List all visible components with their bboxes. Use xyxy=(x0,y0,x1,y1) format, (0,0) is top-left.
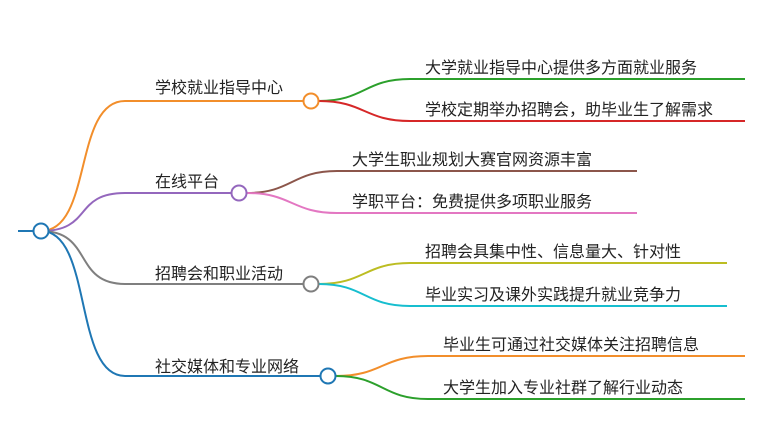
leaf-edge-3-2 xyxy=(318,283,727,307)
branch-edge-3 xyxy=(40,230,303,285)
branch-edge-2 xyxy=(40,192,231,232)
leaf-label-4-1: 毕业生可通过社交媒体关注招聘信息 xyxy=(443,335,700,354)
branch-node-4 xyxy=(319,367,337,385)
leaf-label-3-1: 招聘会具集中性、信息量大、针对性 xyxy=(425,242,682,261)
leaf-edge-4-1 xyxy=(335,355,745,377)
leaf-label-1-2: 学校定期举办招聘会，助毕业生了解需求 xyxy=(425,100,714,119)
branch-label-school-career-center: 学校就业指导中心 xyxy=(155,78,284,97)
leaf-edge-4-2 xyxy=(335,375,745,400)
branch-edge-4 xyxy=(40,230,320,377)
leaf-edge-3-1 xyxy=(318,262,727,285)
root-node xyxy=(32,222,50,240)
branch-label-online-platform: 在线平台 xyxy=(155,172,220,191)
branch-node-3 xyxy=(302,275,320,293)
leaf-label-2-2: 学职平台：免费提供多项职业服务 xyxy=(352,192,593,211)
leaf-edge-1-2 xyxy=(318,100,745,122)
leaf-label-3-2: 毕业实习及课外实践提升就业竞争力 xyxy=(425,285,682,304)
branch-node-1 xyxy=(302,92,320,110)
leaf-edge-1-1 xyxy=(318,78,745,102)
branch-label-job-fairs: 招聘会和职业活动 xyxy=(155,264,284,283)
leaf-label-1-1: 大学就业指导中心提供多方面就业服务 xyxy=(425,58,698,77)
branch-label-social-media: 社交媒体和专业网络 xyxy=(155,357,300,376)
branch-node-2 xyxy=(230,184,248,202)
leaf-edge-2-1 xyxy=(246,170,637,194)
branch-edge-1 xyxy=(40,100,303,232)
leaf-label-4-2: 大学生加入专业社群了解行业动态 xyxy=(443,378,684,397)
leaf-edge-2-2 xyxy=(246,192,637,214)
leaf-label-2-1: 大学生职业规划大赛官网资源丰富 xyxy=(352,150,593,169)
